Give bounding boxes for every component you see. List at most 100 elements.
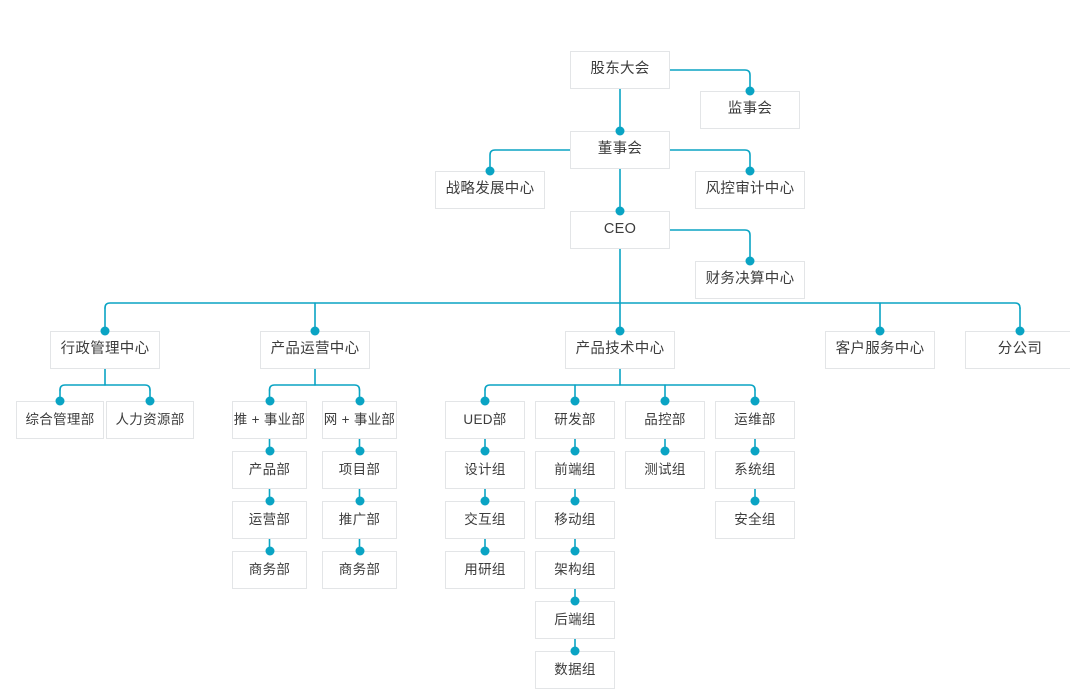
org-node-c5[interactable]: 分公司 — [965, 331, 1070, 369]
connector-dot-n5 — [745, 166, 755, 176]
connector-dot-e3 — [480, 496, 490, 506]
edge-n1-n2 — [669, 69, 751, 92]
org-node-label: 战略发展中心 — [445, 181, 535, 198]
org-node-label: 推广部 — [338, 511, 381, 527]
org-node-label: 品控部 — [644, 411, 686, 427]
connector-dot-n7 — [745, 256, 755, 266]
org-node-label: 网 + 事业部 — [323, 411, 396, 427]
org-node-label: 运维部 — [734, 411, 776, 427]
org-node-n3[interactable]: 董事会 — [570, 131, 670, 169]
org-node-label: 数据组 — [554, 661, 596, 677]
connector-dot-d1 — [355, 396, 364, 406]
org-node-label: 董事会 — [597, 141, 643, 158]
edge-n3-n5 — [669, 149, 751, 172]
org-node-label: 行政管理中心 — [60, 341, 150, 358]
org-node-f4[interactable]: 架构组 — [535, 551, 615, 589]
org-node-h1[interactable]: 运维部 — [715, 401, 795, 439]
trunk-bar — [104, 302, 1021, 309]
org-node-g2[interactable]: 测试组 — [625, 451, 705, 489]
connector-dot-g2 — [660, 446, 670, 456]
org-node-f3[interactable]: 移动组 — [535, 501, 615, 539]
org-node-label: 股东大会 — [590, 61, 650, 78]
org-node-n2[interactable]: 监事会 — [700, 91, 800, 129]
connector-dot-f2 — [570, 446, 580, 456]
org-node-f2[interactable]: 前端组 — [535, 451, 615, 489]
org-node-n5[interactable]: 风控审计中心 — [695, 171, 805, 209]
connector-dot-f4 — [570, 546, 580, 556]
org-node-d2[interactable]: 项目部 — [322, 451, 397, 489]
connector-dot-b3 — [265, 496, 274, 506]
org-node-n7[interactable]: 财务决算中心 — [695, 261, 805, 299]
org-node-n1[interactable]: 股东大会 — [570, 51, 670, 89]
connector-dot-f6 — [570, 646, 580, 656]
org-node-b3[interactable]: 运营部 — [232, 501, 307, 539]
connector-dot-e1 — [480, 396, 490, 406]
connector-dot-h2 — [750, 446, 760, 456]
org-node-d3[interactable]: 推广部 — [322, 501, 397, 539]
org-node-label: 架构组 — [554, 561, 596, 577]
org-node-d1[interactable]: 网 + 事业部 — [322, 401, 397, 439]
connector-dot-c5 — [1015, 326, 1025, 336]
connector-dot-b4 — [265, 546, 274, 556]
branch-bar-c3 — [484, 384, 756, 391]
connector-dot-n2 — [745, 86, 755, 96]
connector-dot-h1 — [750, 396, 760, 406]
org-node-e4[interactable]: 用研组 — [445, 551, 525, 589]
org-node-label: 运营部 — [248, 511, 291, 527]
connector-dot-f5 — [570, 596, 580, 606]
org-node-b2[interactable]: 产品部 — [232, 451, 307, 489]
org-node-b4[interactable]: 商务部 — [232, 551, 307, 589]
org-node-label: 后端组 — [554, 611, 596, 627]
connector-dot-h3 — [750, 496, 760, 506]
connector-dot-n4 — [485, 166, 495, 176]
org-node-label: 设计组 — [464, 461, 506, 477]
org-node-b1[interactable]: 推 + 事业部 — [232, 401, 307, 439]
org-node-f6[interactable]: 数据组 — [535, 651, 615, 689]
connector-dot-b1 — [265, 396, 274, 406]
org-node-label: 推 + 事业部 — [233, 411, 306, 427]
org-node-label: 移动组 — [554, 511, 596, 527]
connector-dot-n3 — [615, 126, 625, 136]
connector-dot-d2 — [355, 446, 364, 456]
org-node-e3[interactable]: 交互组 — [445, 501, 525, 539]
org-node-label: 系统组 — [734, 461, 776, 477]
connector-dot-c3 — [615, 326, 625, 336]
org-node-g1[interactable]: 品控部 — [625, 401, 705, 439]
org-node-label: 安全组 — [734, 511, 776, 527]
connector-dot-c2 — [310, 326, 320, 336]
connector-dot-a2 — [145, 396, 155, 406]
connector-dot-f3 — [570, 496, 580, 506]
org-node-h3[interactable]: 安全组 — [715, 501, 795, 539]
connector-dot-e2 — [480, 446, 490, 456]
connector-dot-g1 — [660, 396, 670, 406]
connector-dot-e4 — [480, 546, 490, 556]
org-node-label: 监事会 — [727, 101, 773, 118]
connector-dot-a1 — [55, 396, 65, 406]
org-node-e1[interactable]: UED部 — [445, 401, 525, 439]
org-node-label: 产品运营中心 — [270, 341, 360, 358]
org-node-label: 人力资源部 — [115, 411, 185, 427]
org-node-c2[interactable]: 产品运营中心 — [260, 331, 370, 369]
org-node-a2[interactable]: 人力资源部 — [106, 401, 194, 439]
org-node-e2[interactable]: 设计组 — [445, 451, 525, 489]
branch-bar-c1 — [59, 384, 151, 391]
connector-dot-b2 — [265, 446, 274, 456]
org-node-label: 前端组 — [554, 461, 596, 477]
org-node-d4[interactable]: 商务部 — [322, 551, 397, 589]
connector-dot-d4 — [355, 546, 364, 556]
connector-dot-n6 — [615, 206, 625, 216]
org-node-f1[interactable]: 研发部 — [535, 401, 615, 439]
edge-n3-n4 — [489, 149, 571, 172]
org-node-n4[interactable]: 战略发展中心 — [435, 171, 545, 209]
org-node-label: 商务部 — [338, 561, 381, 577]
org-node-label: 风控审计中心 — [705, 181, 795, 198]
org-node-f5[interactable]: 后端组 — [535, 601, 615, 639]
connector-dot-d3 — [355, 496, 364, 506]
org-node-h2[interactable]: 系统组 — [715, 451, 795, 489]
org-node-c1[interactable]: 行政管理中心 — [50, 331, 160, 369]
org-node-a1[interactable]: 综合管理部 — [16, 401, 104, 439]
org-node-c4[interactable]: 客户服务中心 — [825, 331, 935, 369]
org-node-n6[interactable]: CEO — [570, 211, 670, 249]
org-node-c3[interactable]: 产品技术中心 — [565, 331, 675, 369]
